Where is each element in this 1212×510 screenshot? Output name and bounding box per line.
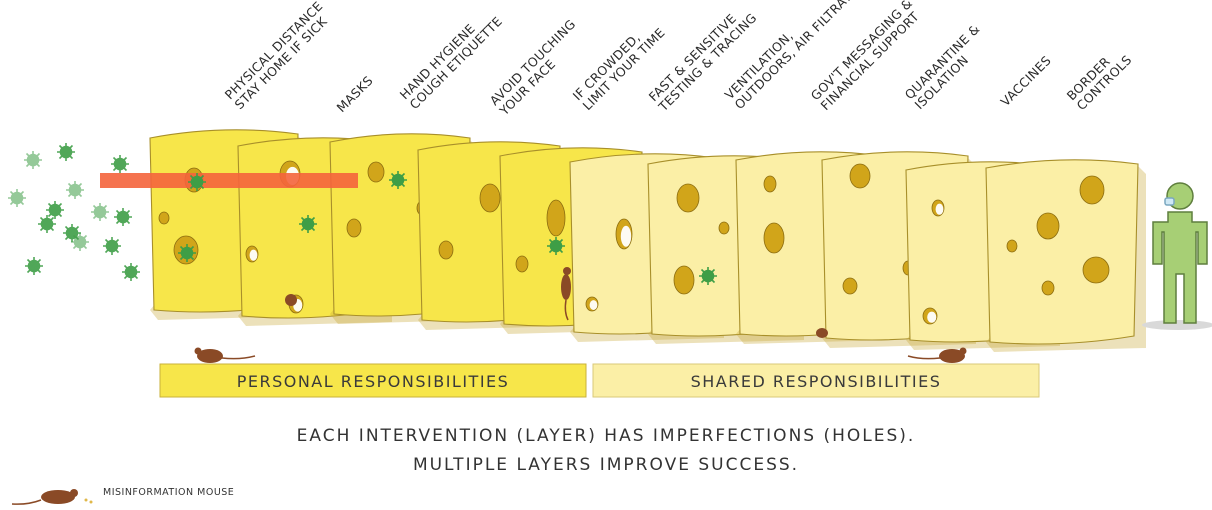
cheese-hole	[1006, 239, 1018, 253]
layer-label-4: AVOID TOUCHINGYOUR FACE	[486, 16, 588, 118]
caption-line-2: MULTIPLE LAYERS IMPROVE SUCCESS.	[412, 455, 800, 475]
misinformation-mouse-left	[194, 347, 256, 363]
cheese-hole	[367, 161, 385, 183]
virus-particle	[110, 154, 130, 174]
layer-label-10: VACCINES	[998, 53, 1054, 109]
personal-responsibilities-label: PERSONAL RESPONSIBILITIES	[237, 372, 510, 391]
cheese-hole	[1079, 175, 1105, 205]
virus-particle	[23, 150, 43, 170]
transmission-arrow	[100, 173, 358, 188]
virus-particle	[45, 200, 65, 220]
virus-particle	[65, 180, 85, 200]
misinformation-mouse-under-slice	[816, 328, 828, 338]
cheese-hole	[515, 255, 529, 273]
layer-label-9: QUARANTINE &ISOLATION	[902, 21, 993, 112]
layer-label-line: PHYSICAL DISTANCE	[222, 0, 326, 102]
cheese-hole	[849, 163, 871, 189]
virus-particle	[37, 214, 57, 234]
misinformation-mouse-climbing	[561, 267, 571, 321]
cheese-slice-11	[985, 159, 1146, 352]
virus-particle	[70, 232, 90, 252]
cheese-hole	[1082, 256, 1110, 284]
caption-line-1: EACH INTERVENTION (LAYER) HAS IMPERFECTI…	[296, 426, 916, 446]
cheese-hole	[158, 211, 170, 225]
layer-label-1: PHYSICAL DISTANCESTAY HOME IF SICK	[222, 0, 336, 112]
cheese-hole	[842, 277, 858, 295]
layer-label-line: VACCINES	[998, 53, 1054, 109]
virus-particle	[24, 256, 44, 276]
virus-particle	[7, 188, 27, 208]
protected-person	[1142, 182, 1212, 330]
cheese-hole	[479, 183, 501, 213]
cheese-hole	[346, 218, 362, 238]
shared-responsibilities-banner: SHARED RESPONSIBILITIES	[592, 363, 1040, 398]
layer-label-2: MASKS	[334, 73, 376, 115]
cheese-hole	[673, 265, 695, 295]
misinformation-mouse-legend-label: MISINFORMATION MOUSE	[103, 487, 235, 498]
misinformation-mouse-in-hole	[285, 294, 297, 306]
virus-particle	[102, 236, 122, 256]
cheese-hole	[676, 183, 700, 213]
cheese-hole	[763, 175, 777, 193]
cheese-hole	[1041, 280, 1055, 296]
cheese-hole	[1036, 212, 1060, 240]
layer-label-line: MASKS	[334, 73, 376, 115]
cheese-hole	[763, 222, 785, 254]
cheese-hole	[718, 221, 730, 235]
layer-label-line: STAY HOME IF SICK	[232, 13, 331, 112]
virus-particles	[7, 142, 141, 282]
virus-particle	[56, 142, 76, 162]
personal-responsibilities-banner: PERSONAL RESPONSIBILITIES	[159, 363, 587, 398]
virus-particle	[90, 202, 110, 222]
layer-label-line: AVOID TOUCHING	[487, 16, 579, 108]
cheese-hole	[546, 199, 566, 237]
cheese-hole	[438, 240, 454, 260]
cheese-slices	[149, 129, 1146, 352]
layer-label-11: BORDERCONTROLS	[1064, 42, 1135, 113]
shared-responsibilities-label: SHARED RESPONSIBILITIES	[691, 372, 942, 391]
misinformation-mouse-right	[907, 347, 967, 363]
virus-particle	[121, 262, 141, 282]
misinformation-mouse-legend-icon	[11, 489, 93, 505]
virus-particle	[113, 207, 133, 227]
